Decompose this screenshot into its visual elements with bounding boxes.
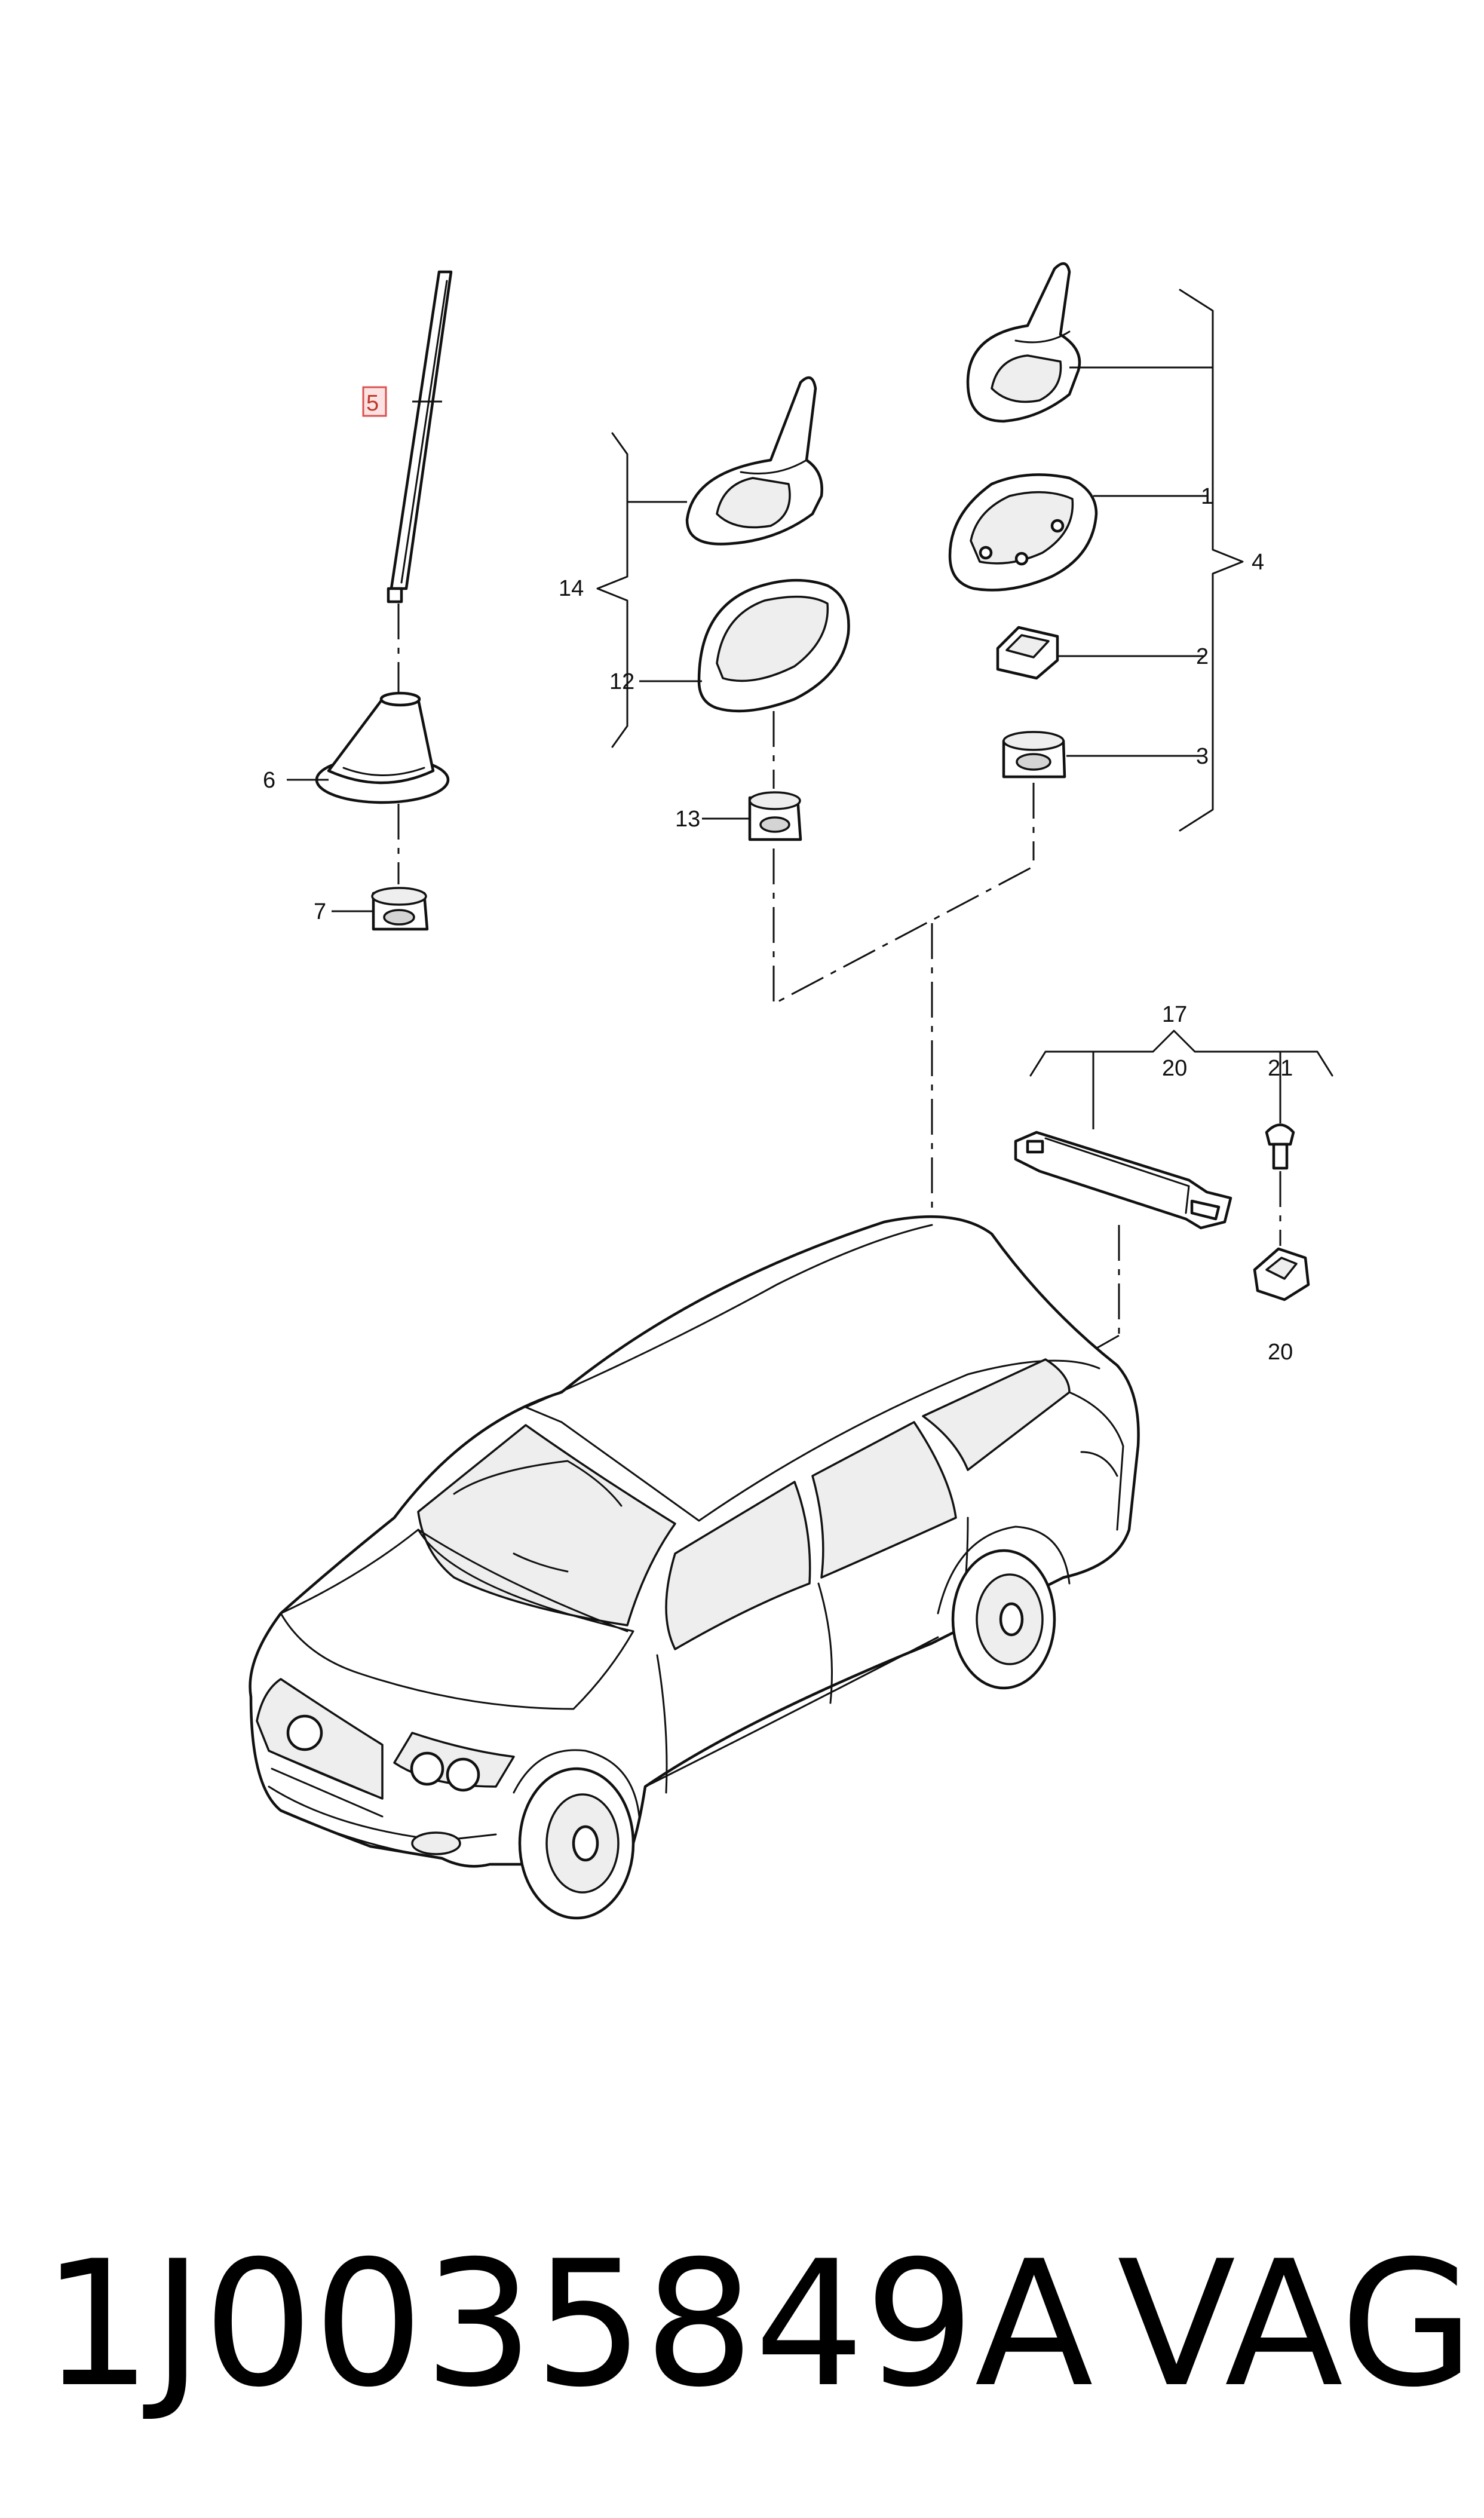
screw-21 [1265,1123,1295,1170]
car-illustration [249,1215,1140,1920]
callout-1: 1 [1201,484,1213,509]
clip-nut-20 [1253,1247,1310,1301]
rod-antenna [387,270,453,604]
fin-antenna-cover [685,376,823,546]
part-number: 1J0035849A [42,2224,1094,2425]
adapter-2 [996,626,1059,680]
callout-20: 20 [1268,1340,1293,1365]
callout-4: 4 [1252,550,1264,575]
callout-3: 3 [1196,744,1209,769]
callout-20-group: 20 [1162,1056,1187,1081]
clip-nut-13 [748,791,802,841]
callout-6: 6 [263,768,275,793]
callout-5: 5 [366,391,379,416]
callout-14: 14 [559,576,584,601]
callout-21: 21 [1268,1056,1293,1081]
antenna-seal-1 [948,473,1098,592]
antenna-amplifier-module [1014,1131,1232,1230]
brand-label: VAG [1117,2224,1474,2425]
callout-17: 17 [1162,1002,1187,1027]
antenna-base [315,691,450,804]
callout-12: 12 [609,669,634,694]
callout-5-highlight [362,386,387,417]
callout-7: 7 [314,899,326,924]
clip-nut-7 [371,887,429,931]
clip-nut-3 [1002,731,1066,779]
callout-13: 13 [675,807,700,832]
fin-antenna-cover-right [966,262,1081,423]
fin-antenna-seal [697,578,850,713]
callout-2: 2 [1196,644,1209,669]
